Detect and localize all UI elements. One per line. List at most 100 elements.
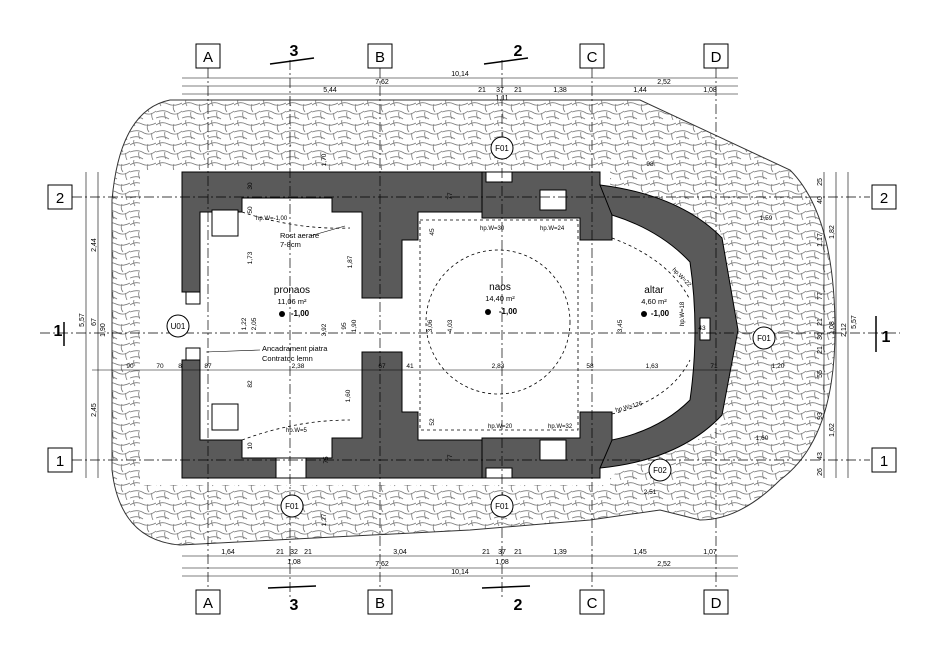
dim-bot-d12: 1,45	[633, 549, 647, 556]
dim-top-d7: 1,44	[633, 87, 647, 94]
dim-top-d8: 1,08	[703, 87, 717, 94]
section-3-bottom: 3	[290, 597, 299, 614]
note-anc-2: Contratoc lemn	[262, 354, 313, 363]
dim-right-r8: 1,08	[829, 321, 836, 335]
dim-left-lower: 2,45	[91, 403, 98, 417]
dim-in-82: 82	[247, 380, 254, 388]
dim-in-122: 1,22	[241, 317, 248, 330]
dim-in-160b: 1,60	[756, 435, 769, 442]
dim-in-163: 1,63	[646, 363, 659, 370]
tag-F01-north: F01	[495, 144, 509, 153]
dim-right-r2: 40	[817, 196, 824, 204]
dim-top-d4: 21	[514, 87, 522, 94]
room-altar-level: -1,00	[651, 309, 670, 318]
level-markers	[279, 309, 647, 317]
note-rost-2: 7-8cm	[280, 240, 301, 249]
dim-in-8: 8	[178, 363, 182, 370]
dim-top-ac: 7,62	[375, 79, 389, 86]
axis-C-bottom: C	[587, 595, 598, 612]
dim-in-127: 1,27	[321, 513, 328, 526]
dim-in-52: 52	[429, 418, 436, 426]
dim-in-170: 1,70	[321, 153, 328, 166]
room-altar-area: 4,60 m²	[641, 297, 667, 306]
dim-top-cd: 2,52	[657, 79, 671, 86]
axis-2-right: 2	[880, 190, 888, 207]
dim-in-41: 41	[406, 363, 414, 370]
tag-F01-south-2: F01	[495, 502, 509, 511]
dim-right-r12: 55	[817, 370, 824, 378]
wall-apse	[599, 184, 739, 469]
height-2: hp.W=30	[480, 226, 505, 232]
axis-D-bottom: D	[711, 595, 722, 612]
axis-D-top: D	[711, 49, 722, 66]
dim-right-r10: 5,57	[851, 315, 858, 329]
dim-in-50: 50	[247, 206, 254, 214]
dim-bot-d8: 37	[498, 549, 506, 556]
dim-right-r15: 43	[817, 452, 824, 460]
dims-left: 5,57 2,44 2,45 67 1,90	[79, 172, 107, 478]
tag-U01: U01	[171, 322, 186, 331]
dim-right-r14: 1,62	[829, 423, 836, 437]
dim-top-d2: 21	[478, 87, 486, 94]
height-6: hp.W=32	[548, 424, 573, 430]
height-7: hp.W=18	[680, 301, 686, 326]
dim-right-r9: 2,12	[841, 323, 848, 337]
dim-bot-d13: 1,07	[703, 549, 717, 556]
dim-top-d6: 1,38	[553, 87, 567, 94]
section-3-top: 3	[290, 43, 299, 60]
axis-A-bottom: A	[203, 595, 213, 612]
section-1-right: 1	[882, 329, 891, 346]
height-1: hp.W=-1,00	[256, 216, 288, 222]
dim-bot-d4: 21	[304, 549, 312, 556]
dim-right-r6: 21	[817, 318, 824, 326]
level-marker-naos	[485, 309, 491, 315]
dim-in-87: 87	[204, 363, 212, 370]
tag-F02: F02	[653, 466, 667, 475]
axis-2-left: 2	[56, 190, 64, 207]
note-anc-1: Ancadrament piatra	[262, 344, 328, 353]
dim-bot-d10: 1,08	[495, 559, 509, 566]
dim-right-r5: 77	[817, 292, 824, 300]
dim-in-10: 10	[247, 442, 254, 450]
axis-A-top: A	[203, 49, 213, 66]
dim-right-r1: 25	[817, 178, 824, 186]
dim-in-190: 1,90	[351, 319, 358, 332]
dim-in-71: 71	[710, 363, 718, 370]
tag-F01-south-1: F01	[285, 502, 299, 511]
dim-in-345: 3,45	[617, 319, 624, 332]
axis-1-left: 1	[56, 453, 64, 470]
dim-in-283: 2,83	[492, 363, 505, 370]
room-pronaos-name: pronaos	[274, 285, 310, 296]
dim-bot-total: 10,14	[451, 569, 469, 576]
height-5: hp.W=20	[488, 424, 513, 430]
dims-right: 25 40 1,17 1,82 77 21 36 1,08 2,12 5,57 …	[817, 172, 858, 478]
section-2-bottom: 2	[514, 597, 523, 614]
dim-bot-d6: 3,04	[393, 549, 407, 556]
axis-B-bottom: B	[375, 595, 385, 612]
section-2-top: 2	[514, 43, 523, 60]
dims-bottom: 1,64 21 32 21 1,08 3,04 21 37 21 1,08 1,…	[182, 549, 738, 577]
wall-pronaos-north	[181, 171, 483, 299]
dim-in-77b: 77	[447, 454, 454, 462]
dim-bot-d5: 1,08	[287, 559, 301, 566]
tag-F01-east: F01	[757, 334, 771, 343]
dim-in-251: 2,51	[644, 489, 657, 496]
level-marker-pronaos	[279, 311, 285, 317]
axis-1-right: 1	[880, 453, 888, 470]
dim-bot-d7: 21	[482, 549, 490, 556]
dim-top-d3: 37	[496, 87, 504, 94]
dims-top: 10,14 7,62 2,52 5,44 21 37 21 1,11 1,38 …	[182, 71, 738, 102]
dim-top-d5: 1,11	[495, 95, 508, 102]
dim-in-77a: 77	[447, 192, 454, 200]
dim-left-a: 67	[91, 318, 98, 326]
dim-in-205: 2,05	[251, 317, 258, 330]
dim-in-120: 1,20	[772, 363, 785, 370]
dim-in-160: 1,60	[345, 389, 352, 402]
level-marker-altar	[641, 311, 647, 317]
room-naos-name: naos	[489, 282, 511, 293]
room-naos-area: 14,40 m²	[485, 294, 515, 303]
dim-bot-d11: 1,39	[553, 549, 567, 556]
dim-in-187: 1,87	[347, 255, 354, 268]
dim-in-159: 1,59	[760, 215, 773, 222]
dim-left-total: 5,57	[79, 313, 86, 327]
